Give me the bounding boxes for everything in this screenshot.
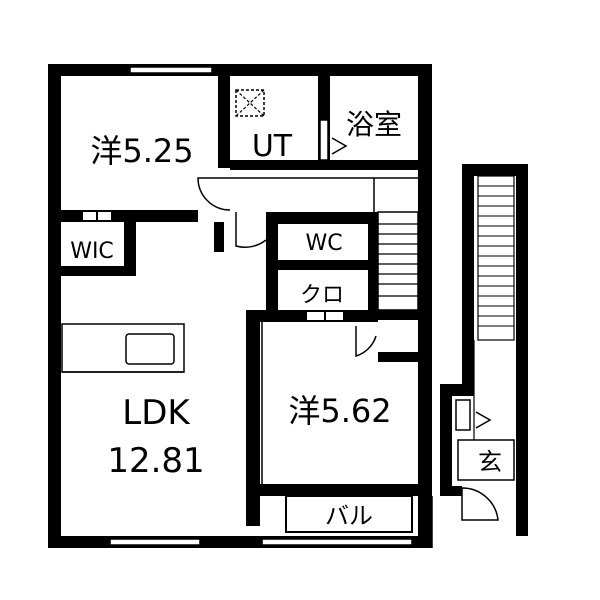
windows: [109, 66, 413, 546]
label-ldk: LDK: [122, 393, 191, 433]
washer-icon: [235, 89, 265, 117]
kitchen-counter: [61, 323, 185, 373]
label-toilet: WC: [305, 231, 342, 256]
label-closet: クロ: [300, 283, 344, 308]
label-entrance: 玄: [478, 448, 502, 476]
closet-door: [305, 312, 345, 320]
interior-walls: [48, 64, 432, 526]
balcony: [285, 495, 433, 548]
label-bath: 浴室: [346, 108, 402, 141]
label-balcony: バル: [325, 502, 373, 530]
main-stairs: [377, 211, 419, 311]
label-walk-in-closet: WIC: [70, 239, 114, 264]
label-western-b: 洋5.62: [288, 392, 391, 430]
label-western-a: 洋5.25: [90, 132, 193, 170]
wic-door: [81, 212, 113, 220]
label-ldk-area: 12.81: [107, 441, 204, 481]
entrance-structure: [440, 164, 528, 536]
bath-door: [319, 119, 348, 161]
door-swings: [197, 177, 499, 521]
hall-lines: [230, 177, 420, 212]
label-utility: UT: [252, 129, 293, 164]
